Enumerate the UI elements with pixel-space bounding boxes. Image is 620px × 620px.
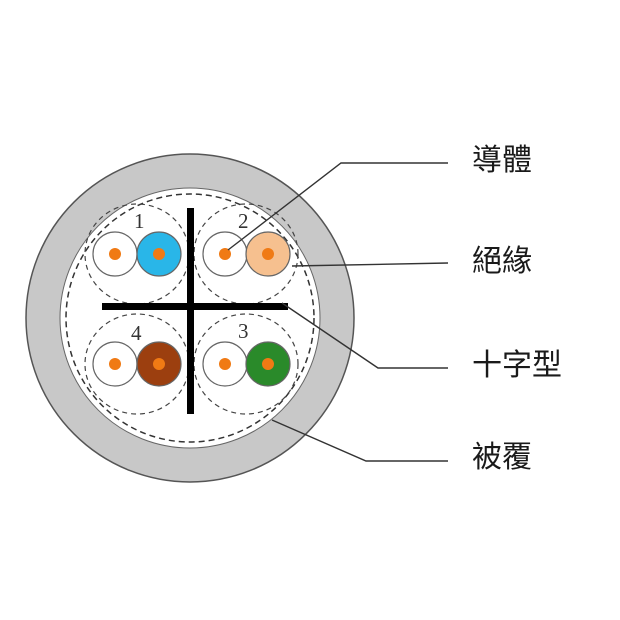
pair-1-number: 1 [134,209,145,233]
twisted-pair-4: 4 [84,313,190,415]
pair-3-number: 3 [238,319,249,343]
insulation-label: 絕緣 [472,244,532,279]
pair-2-white-conductor [219,248,231,260]
jacket-leader-line [271,419,448,462]
cross-filler-leader-line [281,302,448,369]
insulation-leader-line [291,262,449,267]
pair-3-dashed-boundary [193,313,299,415]
twisted-pair-1: 1 [84,203,190,305]
twisted-pair-3: 3 [193,313,299,415]
pair-2-number: 2 [238,209,249,233]
cross-filler-horizontal-bar [102,303,288,310]
cross-filler-vertical-bar [187,208,194,414]
conductor-label: 導體 [472,143,532,178]
jacket-label: 被覆 [472,440,532,475]
pair-2-dashed-boundary [193,203,299,305]
pair-4-white-conductor [109,358,121,370]
pair-4-number: 4 [131,321,142,345]
cross-filler [102,208,288,414]
pair-3-color-conductor [262,358,274,370]
pair-2-color-conductor [262,248,274,260]
core-dashed-boundary [65,193,315,443]
pair-1-white-conductor [109,248,121,260]
conductor-leader-line [227,162,448,251]
pair-1-color-conductor [153,248,165,260]
pair-4-color-conductor [153,358,165,370]
cross-filler-label: 十字型 [472,348,562,383]
pair-3-white-conductor [219,358,231,370]
